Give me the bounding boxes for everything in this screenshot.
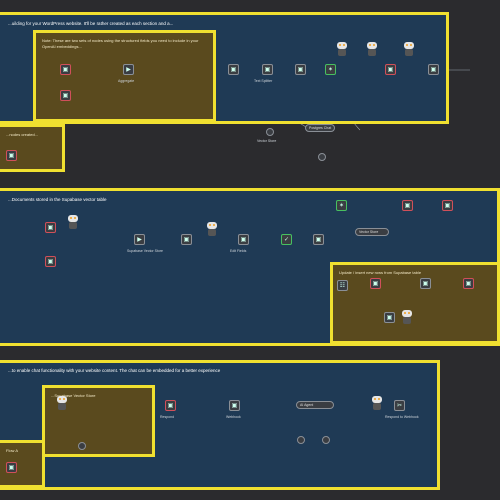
node-icon: ▣ bbox=[386, 313, 393, 321]
check-icon: ✓ bbox=[283, 235, 290, 243]
sub-node-pill[interactable]: AI Agent bbox=[296, 401, 334, 409]
node-icon: ▣ bbox=[404, 201, 411, 209]
ai-agent-icon bbox=[66, 215, 80, 231]
node-icon: ▣ bbox=[62, 91, 69, 99]
merge-icon: ✶ bbox=[327, 65, 334, 73]
workflow-node[interactable]: ▣ bbox=[384, 312, 395, 323]
section-title: ...uilding for your WordPress website. I… bbox=[8, 21, 174, 26]
workflow-node[interactable]: ▣ bbox=[463, 278, 474, 289]
note-text: ...nodes created... bbox=[6, 132, 39, 137]
sticky-note[interactable]: Update / insert new rows from Supabase t… bbox=[330, 262, 500, 344]
node-icon: ▣ bbox=[264, 65, 271, 73]
note-text: Note: These are two sets of nodes using … bbox=[42, 38, 199, 49]
workflow-node[interactable]: ▣ bbox=[442, 200, 453, 211]
node-icon: ▣ bbox=[8, 463, 15, 471]
sub-node[interactable] bbox=[266, 128, 274, 136]
play-icon: ▶ bbox=[126, 65, 131, 73]
node-icon: ▣ bbox=[315, 235, 322, 243]
sub-node[interactable] bbox=[297, 436, 305, 444]
node-label: Respond bbox=[160, 415, 175, 419]
workflow-node[interactable]: ▣ bbox=[228, 64, 239, 75]
node-label: Vector Store bbox=[257, 139, 277, 143]
ai-agent-icon bbox=[400, 310, 414, 326]
workflow-node[interactable]: ▣ bbox=[45, 222, 56, 233]
sticky-note[interactable]: ...nodes created... bbox=[0, 124, 65, 172]
pill-label: Vector Store bbox=[359, 230, 379, 234]
workflow-node[interactable]: ▣ bbox=[60, 90, 71, 101]
sub-node[interactable] bbox=[78, 442, 86, 450]
play-icon: ▶ bbox=[137, 235, 142, 243]
workflow-node[interactable]: ✓ bbox=[281, 234, 292, 245]
merge-icon: ✶ bbox=[338, 201, 345, 209]
workflow-node[interactable]: ▣ bbox=[313, 234, 324, 245]
workflow-node[interactable]: ▶ bbox=[123, 64, 134, 75]
node-icon: ▣ bbox=[430, 65, 437, 73]
node-label: Supabase Vector Store bbox=[127, 249, 163, 253]
node-label: Edit Fields bbox=[230, 249, 247, 253]
workflow-node[interactable]: ▣ bbox=[45, 256, 56, 267]
section-title: ...Documents stored in the Supabase vect… bbox=[8, 197, 107, 202]
workflow-node[interactable]: ▣ bbox=[385, 64, 396, 75]
node-label: Webhook bbox=[226, 415, 241, 419]
sub-node-pill[interactable]: Vector Store bbox=[355, 228, 389, 236]
workflow-node[interactable]: ☷ bbox=[337, 280, 348, 291]
sub-node[interactable] bbox=[322, 436, 330, 444]
ai-agent-icon bbox=[402, 42, 416, 58]
node-label: Respond to Webhook bbox=[385, 415, 419, 419]
node-icon: ▣ bbox=[465, 279, 472, 287]
node-icon: ▣ bbox=[62, 65, 69, 73]
ai-agent-icon bbox=[335, 42, 349, 58]
pill-label: AI Agent bbox=[300, 403, 314, 407]
workflow-node[interactable]: ▣ bbox=[6, 462, 17, 473]
workflow-node[interactable]: ▣ bbox=[165, 400, 176, 411]
sticky-note[interactable]: ...Supabase Vector Store bbox=[42, 385, 155, 457]
workflow-node[interactable]: ▣ bbox=[238, 234, 249, 245]
workflow-node[interactable]: ▣ bbox=[181, 234, 192, 245]
node-icon: ▣ bbox=[422, 279, 429, 287]
node-icon: ▣ bbox=[8, 151, 15, 159]
db-icon: ☷ bbox=[339, 281, 346, 289]
split-icon: ✂ bbox=[396, 401, 403, 409]
node-icon: ▣ bbox=[387, 65, 394, 73]
pill-label: Postgres Chat bbox=[309, 126, 332, 130]
workflow-node[interactable]: ▣ bbox=[229, 400, 240, 411]
workflow-node[interactable]: ✶ bbox=[325, 64, 336, 75]
node-icon: ▣ bbox=[47, 257, 54, 265]
ai-agent-icon bbox=[370, 396, 384, 412]
workflow-node[interactable]: ▣ bbox=[402, 200, 413, 211]
sub-node-pill[interactable]: Postgres Chat bbox=[305, 124, 335, 132]
sub-node[interactable] bbox=[318, 153, 326, 161]
section-title: ...to enable chat functionality with you… bbox=[8, 368, 221, 373]
workflow-node[interactable]: ▣ bbox=[428, 64, 439, 75]
note-text: Flow A bbox=[6, 448, 19, 453]
workflow-node[interactable]: ▣ bbox=[262, 64, 273, 75]
workflow-node[interactable]: ▣ bbox=[295, 64, 306, 75]
node-label: Aggregate bbox=[118, 79, 135, 83]
node-icon: ▣ bbox=[167, 401, 174, 409]
workflow-node[interactable]: ✶ bbox=[336, 200, 347, 211]
sticky-note[interactable]: Note: These are two sets of nodes using … bbox=[33, 30, 216, 122]
node-icon: ▣ bbox=[444, 201, 451, 209]
node-icon: ▣ bbox=[231, 401, 238, 409]
node-icon: ▣ bbox=[372, 279, 379, 287]
node-icon: ▣ bbox=[240, 235, 247, 243]
workflow-node[interactable]: ▣ bbox=[60, 64, 71, 75]
workflow-node[interactable]: ▣ bbox=[370, 278, 381, 289]
workflow-node[interactable]: ▣ bbox=[6, 150, 17, 161]
ai-agent-icon bbox=[365, 42, 379, 58]
workflow-node[interactable]: ▶ bbox=[134, 234, 145, 245]
node-icon: ▣ bbox=[297, 65, 304, 73]
note-text: Update / insert new rows from Supabase t… bbox=[339, 270, 422, 275]
node-label: Text Splitter bbox=[254, 79, 273, 83]
ai-agent-icon bbox=[55, 396, 69, 412]
workflow-node[interactable]: ▣ bbox=[420, 278, 431, 289]
note-text: ...Supabase Vector Store bbox=[51, 393, 96, 398]
ai-agent-icon bbox=[205, 222, 219, 238]
node-icon: ▣ bbox=[183, 235, 190, 243]
node-icon: ▣ bbox=[230, 65, 237, 73]
workflow-node[interactable]: ✂ bbox=[394, 400, 405, 411]
node-icon: ▣ bbox=[47, 223, 54, 231]
